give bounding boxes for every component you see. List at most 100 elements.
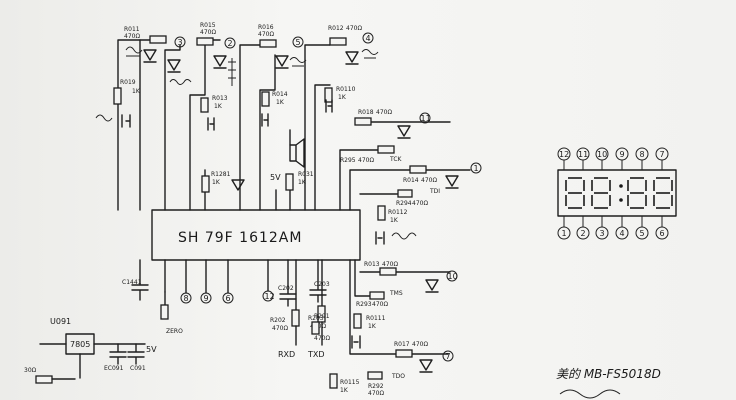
- regulator-part: 7805: [70, 340, 90, 349]
- display-bottom-pin-label: 6: [660, 229, 665, 238]
- r292-val: 470Ω: [368, 390, 384, 397]
- display-colon-dot: [619, 198, 623, 202]
- wire-top-3: [164, 44, 181, 211]
- display-digits: [565, 177, 673, 209]
- r0112-ref: R0112: [388, 209, 408, 216]
- cap-c1441-icon: [131, 259, 149, 301]
- display-bottom-pin-label: 3: [600, 229, 605, 238]
- handwriting-7: [391, 232, 417, 240]
- resistor-r012: [329, 37, 347, 46]
- r0110-val: 1K: [338, 94, 347, 101]
- resistor-r294: [397, 189, 413, 198]
- resistor-r1281: [201, 175, 210, 193]
- handwriting-2: [169, 79, 192, 85]
- handwriting-4: [289, 57, 307, 67]
- r011-val: 470Ω: [124, 33, 140, 40]
- r014-ref: R014: [272, 91, 288, 98]
- r0111-ref: R0111: [366, 315, 386, 322]
- resistor-r295: [377, 145, 395, 154]
- r0112-val: 1K: [390, 217, 399, 224]
- r295-ref: R295: [340, 157, 356, 164]
- resistor-r013: [200, 97, 209, 113]
- r019-val: 1K: [132, 88, 141, 95]
- r031-ref: R031: [298, 171, 314, 178]
- c091-label: C091: [130, 365, 146, 372]
- r012-ref: R012: [328, 25, 344, 32]
- model-note: 美的 MB-FS5018D: [556, 367, 661, 381]
- handwriting-8: [559, 389, 621, 399]
- resistor-r031: [285, 173, 294, 191]
- r291-ref: R291: [314, 313, 330, 320]
- pin-circle-7: [442, 350, 454, 362]
- handwriting-3: [228, 58, 236, 86]
- led-9-icon: [419, 359, 433, 373]
- switch-6-icon: [351, 335, 361, 349]
- c1441-label: C1441: [122, 279, 142, 286]
- resistor-r292: [367, 371, 383, 380]
- led-5-icon: [345, 51, 359, 65]
- resistor-r019: [113, 87, 122, 105]
- r014b-ref: R014: [403, 177, 419, 184]
- resistor-r291: [311, 321, 320, 335]
- led-7-icon: [445, 175, 459, 189]
- led-8-icon: [425, 279, 439, 293]
- r017-val: 470Ω: [412, 341, 428, 348]
- net-tms: TMS: [389, 290, 403, 297]
- wire-right-3: [349, 169, 471, 211]
- led-6-icon: [397, 125, 411, 139]
- display-bottom-pin-label: 4: [620, 229, 625, 238]
- net-tck: TCK: [389, 156, 403, 163]
- led-1-icon: [143, 49, 157, 63]
- resistor-r017: [395, 349, 413, 358]
- r012-val: 470Ω: [346, 25, 362, 32]
- buzzer-icon: [289, 138, 305, 168]
- u091-label: U091: [50, 317, 71, 326]
- switch-5-icon: [375, 231, 385, 245]
- cap-c203-icon: [309, 259, 327, 303]
- switch-2-icon: [207, 117, 215, 131]
- r1281-val: 1K: [212, 179, 221, 186]
- r203-ref: R203: [308, 315, 324, 322]
- mcu-body: [151, 209, 361, 261]
- switch-3-icon: [261, 113, 269, 127]
- handwriting-6: [95, 114, 113, 122]
- r0115-ref: R0115: [340, 379, 360, 386]
- resistor-r0111: [353, 313, 362, 329]
- r013b-val: 470Ω: [382, 261, 398, 268]
- r292-ref: R292: [368, 383, 384, 390]
- wire-top-7: [259, 54, 276, 211]
- net-tdi: TDI: [429, 188, 440, 195]
- pin-1-label: 1: [474, 164, 479, 173]
- wire-top-6: [239, 44, 261, 211]
- display-bottom-pin-label: 5: [640, 229, 645, 238]
- pin-circle-2: [224, 37, 236, 49]
- resistor-r016: [259, 39, 277, 48]
- r0111-val: 1K: [368, 323, 377, 330]
- display-top-pin-label: 8: [640, 150, 645, 159]
- r0110-ref: R0110: [336, 86, 356, 93]
- regulator-out: 5V: [146, 345, 157, 354]
- led-4-icon: [275, 55, 289, 69]
- net-rxd: RXD: [278, 350, 295, 359]
- resistor-r202: [291, 309, 300, 327]
- r294-ref: R294: [396, 200, 412, 207]
- switch-1-icon: [121, 114, 131, 128]
- resistor-r014b: [409, 165, 427, 174]
- r013b-ref: R013: [364, 261, 380, 268]
- r1281-ref: R1281: [211, 171, 231, 178]
- net-zero: ZERO: [166, 328, 183, 335]
- pin-circle-4: [362, 32, 374, 44]
- display-top-pin-label: 10: [597, 150, 607, 159]
- pin-circle-5: [292, 36, 304, 48]
- resistor-r018: [354, 117, 372, 126]
- r202-val: 470Ω: [272, 325, 288, 332]
- display-bottom-pin-label: 1: [562, 229, 567, 238]
- wire-top-9: [304, 44, 331, 211]
- r0115-val: 1K: [340, 387, 349, 394]
- pin-12-label: 12: [265, 292, 275, 301]
- pin-2-label: 2: [228, 39, 233, 48]
- r016-val: 470Ω: [258, 31, 274, 38]
- pin-10-label: 10: [448, 272, 458, 281]
